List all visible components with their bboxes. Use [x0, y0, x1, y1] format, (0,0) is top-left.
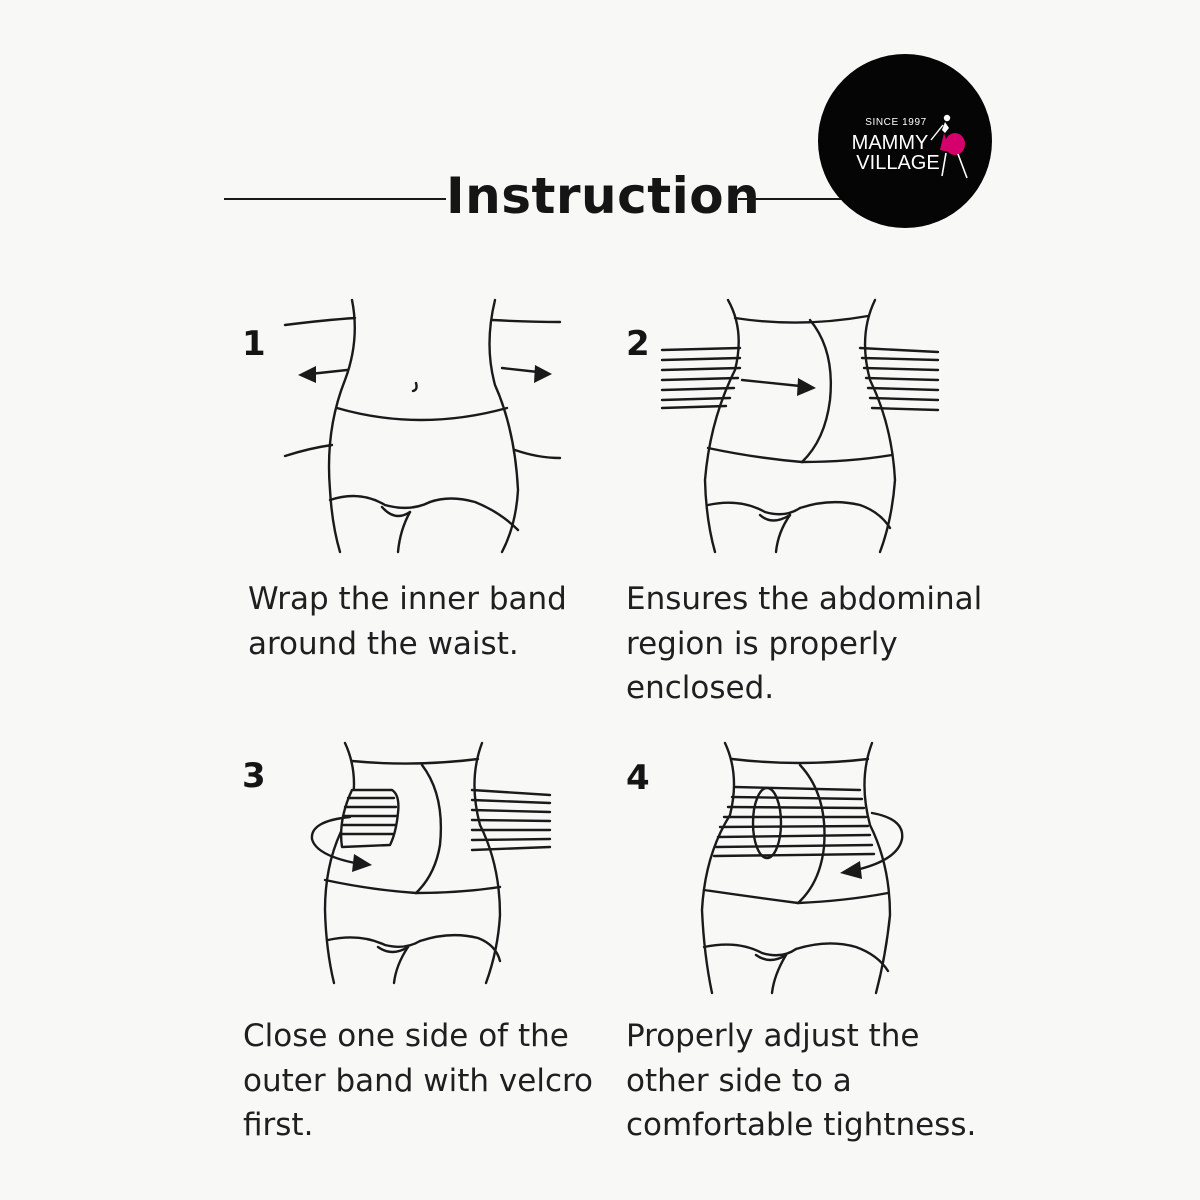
step-2-caption: Ensures the abdominal region is properly…: [626, 577, 982, 711]
step-4-number: 4: [626, 758, 650, 798]
step-2-caption-line: region is properly: [626, 625, 898, 662]
step-3-caption: Close one side of the outer band with ve…: [243, 1014, 593, 1148]
logo-brand-line1: MAMMY: [852, 132, 929, 154]
step-2-number: 2: [626, 324, 650, 364]
step-1-caption: Wrap the inner band around the waist.: [248, 577, 567, 666]
page-title: Instruction: [446, 167, 761, 225]
step-3-caption-line: first.: [243, 1107, 314, 1143]
brand-logo: SINCE 1997 MAMMY VILLAGE: [818, 54, 992, 228]
step-1-number: 1: [242, 324, 266, 364]
title-rule-left: [224, 198, 446, 200]
logo-brand-line2: VILLAGE: [856, 152, 939, 174]
step-4-caption-line: comfortable tightness.: [626, 1107, 977, 1143]
mother-figure-icon: [930, 114, 968, 179]
step-1-illustration: [270, 290, 570, 560]
step-3-illustration: [300, 735, 560, 990]
logo-since-text: SINCE 1997: [865, 117, 927, 128]
brand-logo-mark: SINCE 1997 MAMMY VILLAGE: [852, 114, 968, 179]
step-2-caption-line: Ensures the abdominal: [626, 581, 983, 617]
step-2-illustration: [660, 290, 950, 560]
step-3-caption-line: outer band with velcro: [243, 1062, 594, 1099]
step-4-caption-line: other side to a: [626, 1062, 852, 1099]
step-1-caption-line: Wrap the inner band: [248, 581, 567, 617]
step-2-caption-line: enclosed.: [626, 670, 775, 706]
step-4-caption: Properly adjust the other side to a comf…: [626, 1014, 976, 1148]
step-3-number: 3: [242, 756, 266, 796]
step-4-illustration: [690, 735, 920, 1000]
step-4-caption-line: Properly adjust the: [626, 1018, 920, 1054]
step-1-caption-line: around the waist.: [248, 625, 519, 662]
step-3-caption-line: Close one side of the: [243, 1018, 569, 1054]
title-rule-right: [738, 198, 858, 200]
